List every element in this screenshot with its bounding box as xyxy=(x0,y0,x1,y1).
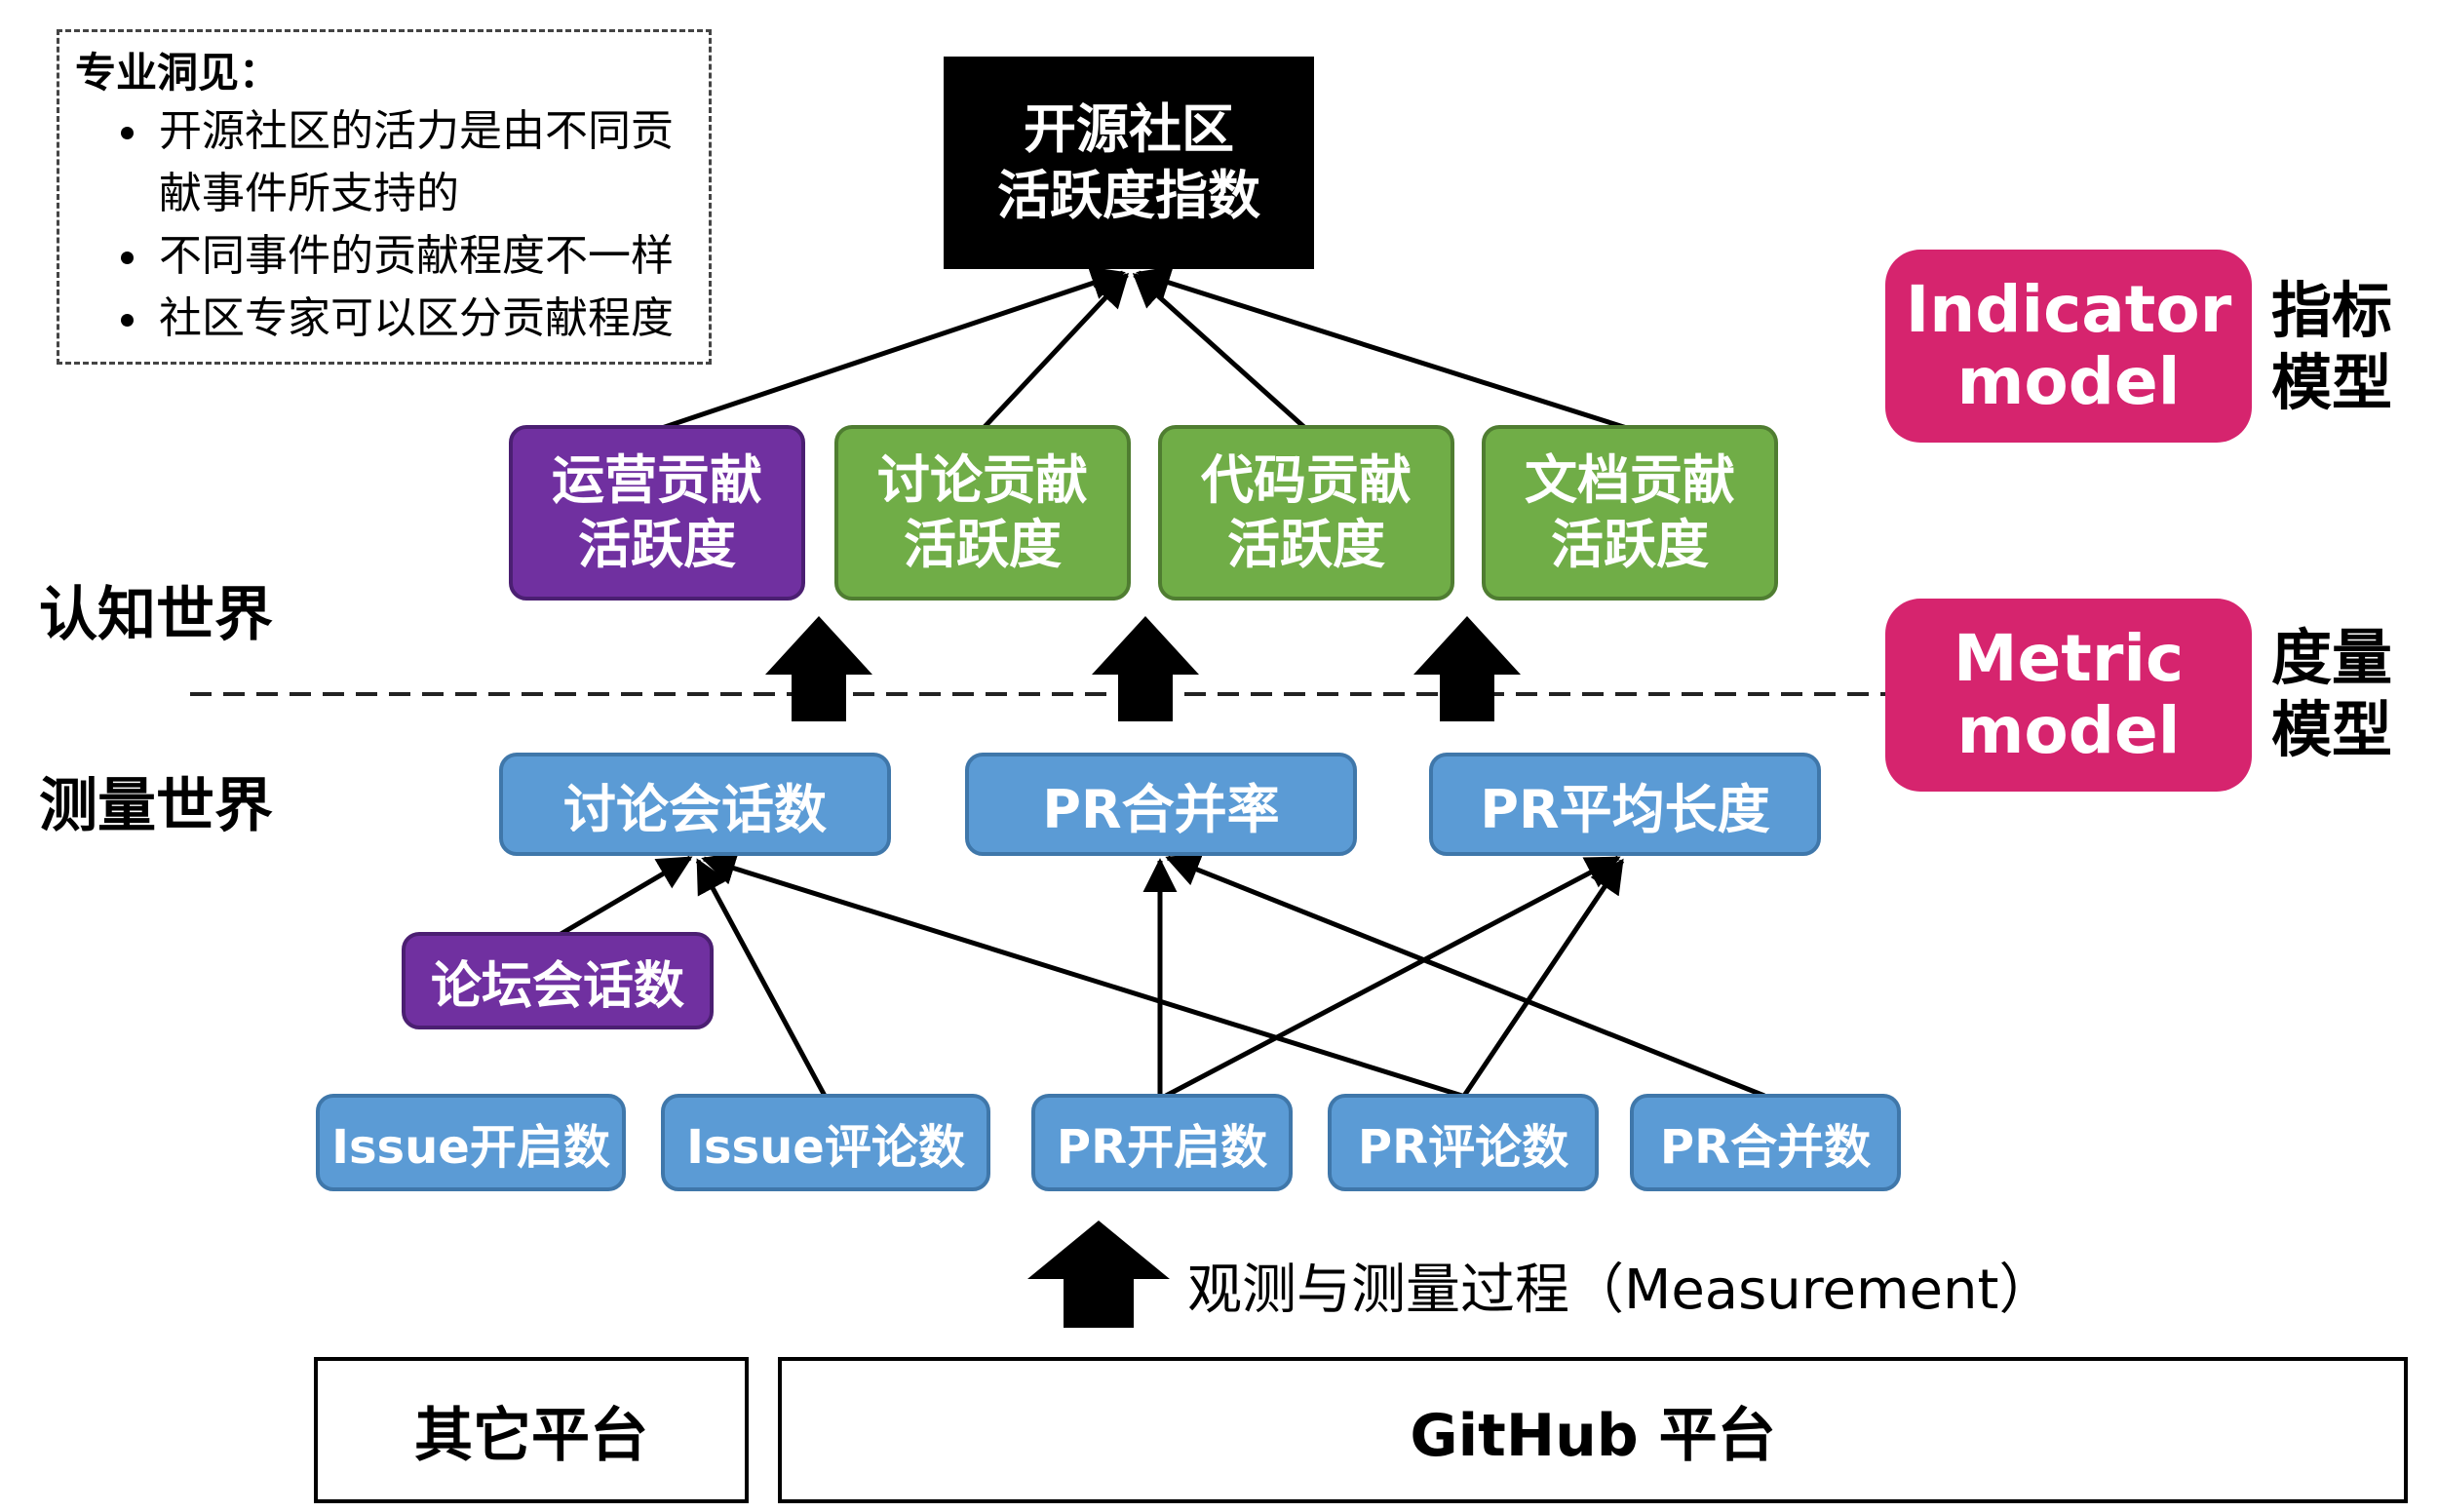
insight-bullet: 社区专家可以区分贡献程度 xyxy=(153,288,693,350)
measurement-block-arrow xyxy=(1027,1221,1170,1328)
edge-ops-to-index xyxy=(658,266,1126,432)
metric-model-label: 度量 模型 xyxy=(2271,622,2393,765)
metric-model-badge: Metric model xyxy=(1885,599,2252,792)
activity-index-node: 开源社区 活跃度指数 xyxy=(944,57,1314,269)
github-platform-box: GitHub 平台 xyxy=(778,1357,2408,1503)
measurement-process-label: 观测与测量过程（Measurement） xyxy=(1187,1259,2054,1322)
discussion-sessions-node: 讨论会话数 xyxy=(499,753,891,856)
expert-insight-box: 专业洞见： 开源社区的活力是由不同贡献事件所支持的 不同事件的贡献程度不一样 社… xyxy=(57,29,712,365)
insight-bullet: 开源社区的活力是由不同贡献事件所支持的 xyxy=(153,100,693,225)
pr-merge-count-node: PR合并数 xyxy=(1630,1094,1901,1191)
indicator-model-badge: Indicator model xyxy=(1885,250,2252,443)
code-activity-node: 代码贡献 活跃度 xyxy=(1158,425,1454,601)
edge-prmerge-to-mergerate xyxy=(1165,853,1765,1099)
cognitive-world-label: 认知世界 xyxy=(39,581,273,649)
edge-prcomment-to-avglength xyxy=(1461,858,1625,1098)
docs-activity-node: 文档贡献 活跃度 xyxy=(1482,425,1778,601)
insight-bullet: 不同事件的贡献程度不一样 xyxy=(153,225,693,288)
pr-merge-rate-node: PR合并率 xyxy=(965,753,1357,856)
issue-comment-count-node: Issue评论数 xyxy=(661,1094,990,1191)
pr-avg-length-node: PR平均长度 xyxy=(1429,753,1821,856)
insight-list: 开源社区的活力是由不同贡献事件所支持的 不同事件的贡献程度不一样 社区专家可以区… xyxy=(75,100,693,350)
edge-issuecomment-to-discussion xyxy=(695,858,828,1098)
edge-docs-to-index xyxy=(1136,266,1631,432)
issue-open-count-node: Issue开启数 xyxy=(316,1094,626,1191)
discussion-activity-node: 讨论贡献 活跃度 xyxy=(834,425,1131,601)
edge-discussion-to-index xyxy=(981,272,1129,431)
pr-comment-count-node: PR评论数 xyxy=(1328,1094,1599,1191)
pr-open-count-node: PR开启数 xyxy=(1031,1094,1293,1191)
other-platform-box: 其它平台 xyxy=(314,1357,749,1503)
edge-prcomment-to-discussion xyxy=(701,851,1463,1099)
edge-propen-to-avglength xyxy=(1164,855,1621,1099)
edge-forum-to-discussion xyxy=(556,855,693,939)
block-arrow-2 xyxy=(1092,616,1199,721)
measurement-world-label: 测量世界 xyxy=(39,772,273,840)
block-arrow-3 xyxy=(1413,616,1521,721)
indicator-model-label: 指标 模型 xyxy=(2271,275,2393,418)
ops-activity-node: 运营贡献 活跃度 xyxy=(509,425,805,601)
forum-sessions-node: 论坛会话数 xyxy=(402,932,714,1029)
edge-code-to-index xyxy=(1132,273,1308,431)
insight-title: 专业洞见： xyxy=(75,49,281,97)
block-arrow-1 xyxy=(765,616,872,721)
